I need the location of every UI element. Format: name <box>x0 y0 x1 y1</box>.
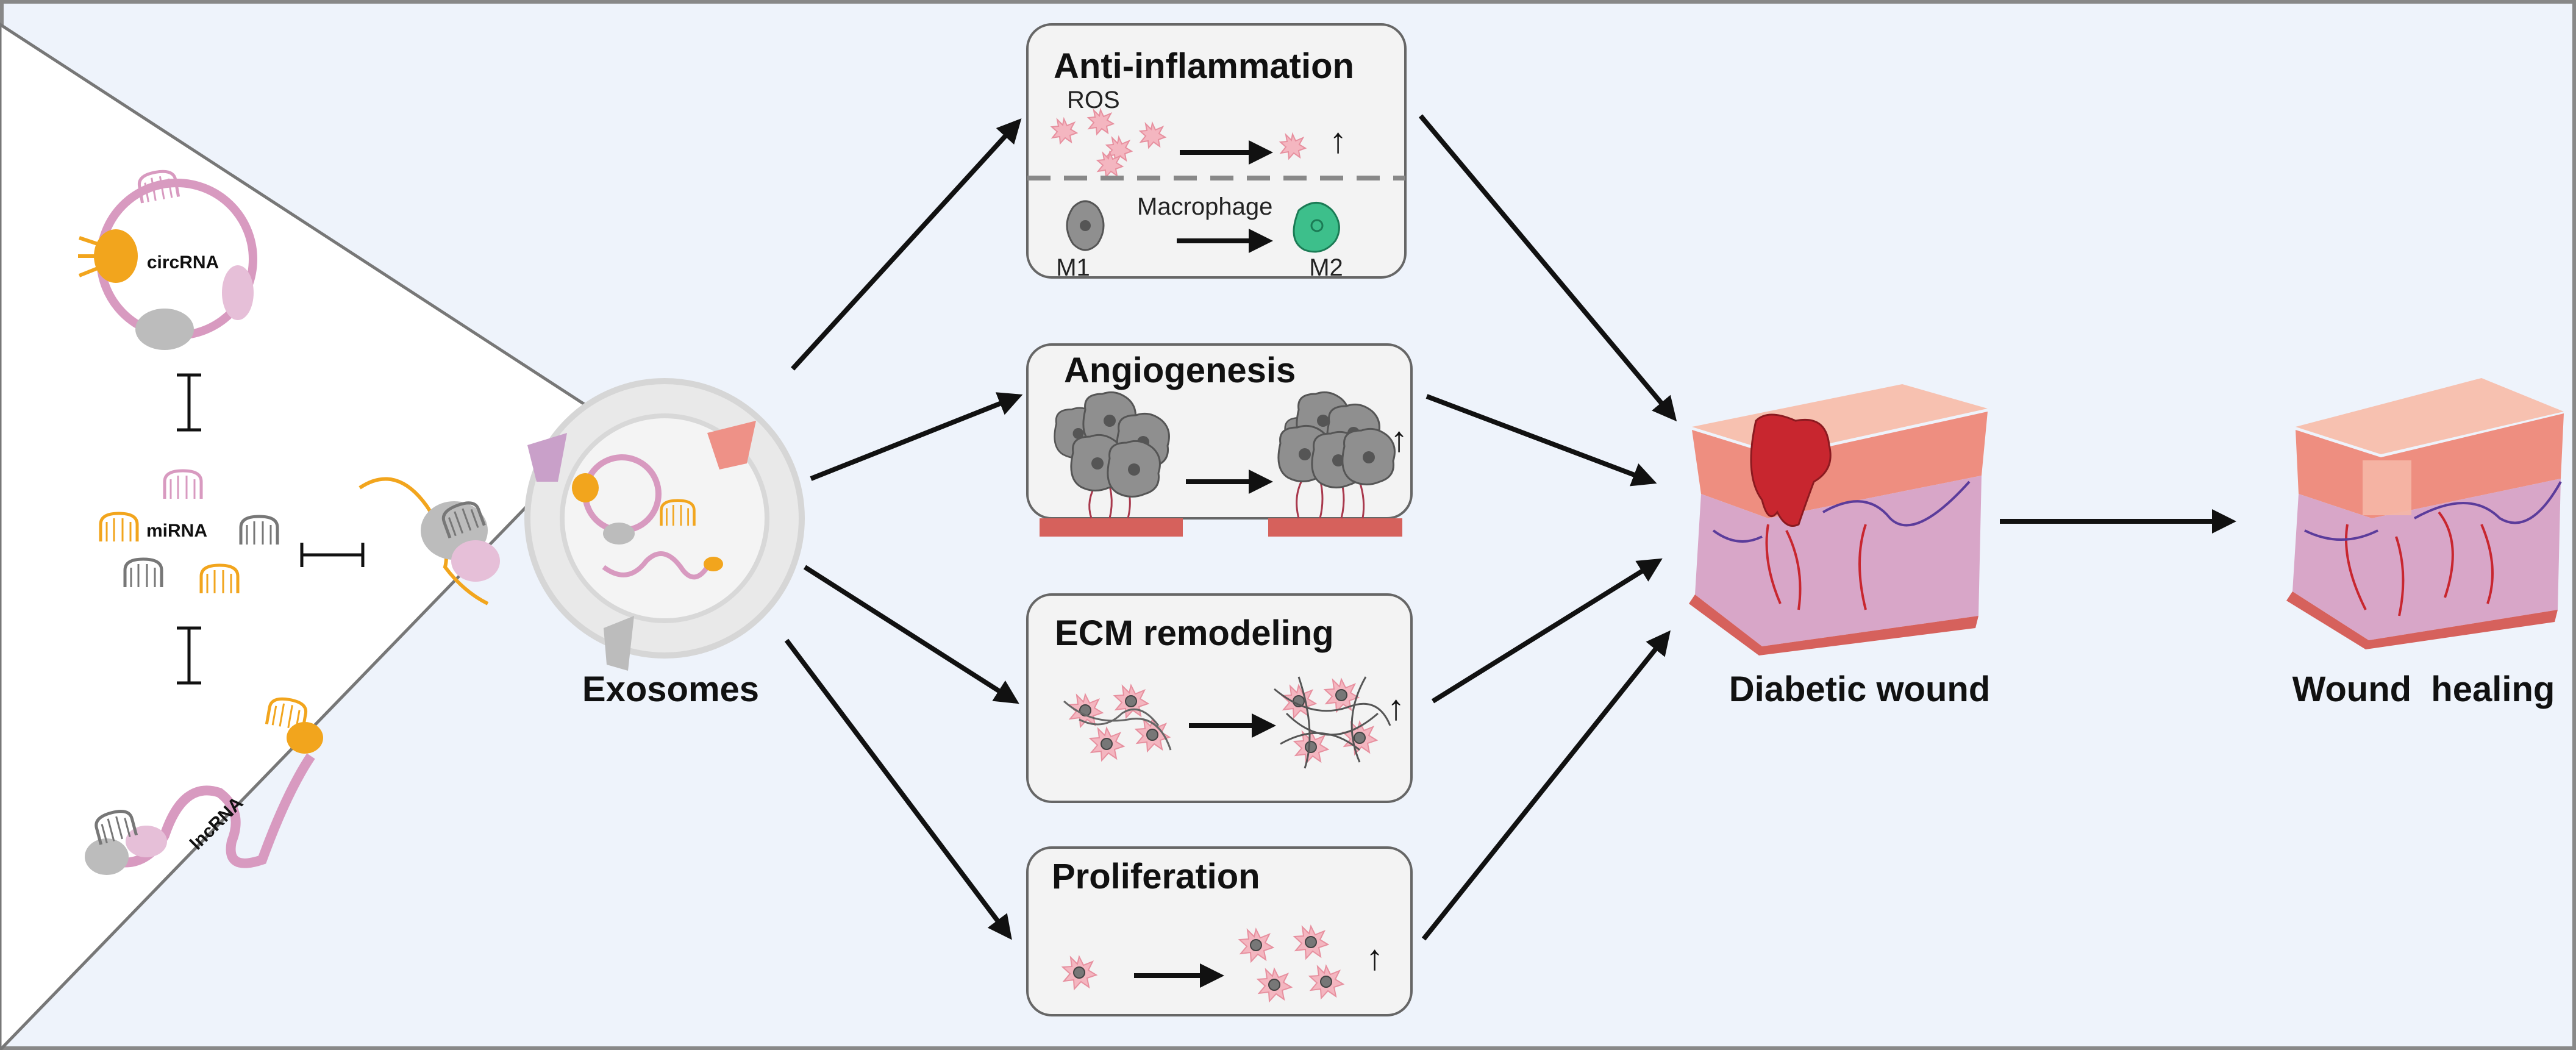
ecm-remodeling-panel: ECM remodeling ↑ <box>1026 593 1413 803</box>
exosomes-label: Exosomes <box>582 670 759 709</box>
anti-inflammation-title: Anti-inflammation <box>1054 46 1354 86</box>
ros-label: ROS <box>1067 87 1120 113</box>
diabetic-wound-label: Diabetic wound <box>1729 670 1991 709</box>
mirna-label: miRNA <box>146 521 207 541</box>
wound-healing-skin-icon <box>2286 378 2564 649</box>
exosome-output-arrows <box>784 118 1023 940</box>
angiogenesis-panel: Angiogenesis ↑ <box>1026 343 1413 537</box>
circrna-mirna-inhibition-icon <box>177 373 201 432</box>
lncrna-icon <box>85 696 323 875</box>
proliferation-panel: Proliferation ↑ <box>1026 846 1413 1016</box>
mirna-mrna-inhibition-icon <box>300 543 365 567</box>
mirna-lncrna-inhibition-icon <box>177 626 201 685</box>
ecm-remodeling-title: ECM remodeling <box>1055 613 1334 653</box>
mrna-target-icon <box>359 477 500 605</box>
circrna-icon <box>78 169 257 350</box>
angiogenesis-increase-arrow: ↑ <box>1390 420 1408 459</box>
m2-label: M2 <box>1309 254 1343 281</box>
m1-label: M1 <box>1056 254 1090 281</box>
proliferation-increase-arrow: ↑ <box>1366 938 1383 977</box>
ros-increase-arrow: ↑ <box>1329 121 1347 160</box>
m2-macrophage-icon <box>1293 202 1340 253</box>
diabetic-wound-skin-icon <box>1689 384 1988 655</box>
angiogenesis-title: Angiogenesis <box>1064 351 1296 390</box>
effect-to-wound-arrows <box>1418 114 1677 941</box>
circrna-label: circRNA <box>147 252 219 273</box>
ecm-increase-arrow: ↑ <box>1387 688 1405 727</box>
m1-macrophage-icon <box>1066 200 1105 251</box>
anti-inflammation-panel: Anti-inflammation ROS ↑ Macrophage M1 M2 <box>1026 23 1407 281</box>
wound-healing-label: Wound healing <box>2292 670 2555 709</box>
macrophage-label: Macrophage <box>1137 193 1272 220</box>
proliferation-title: Proliferation <box>1052 857 1260 896</box>
exosome-icon <box>524 378 805 671</box>
